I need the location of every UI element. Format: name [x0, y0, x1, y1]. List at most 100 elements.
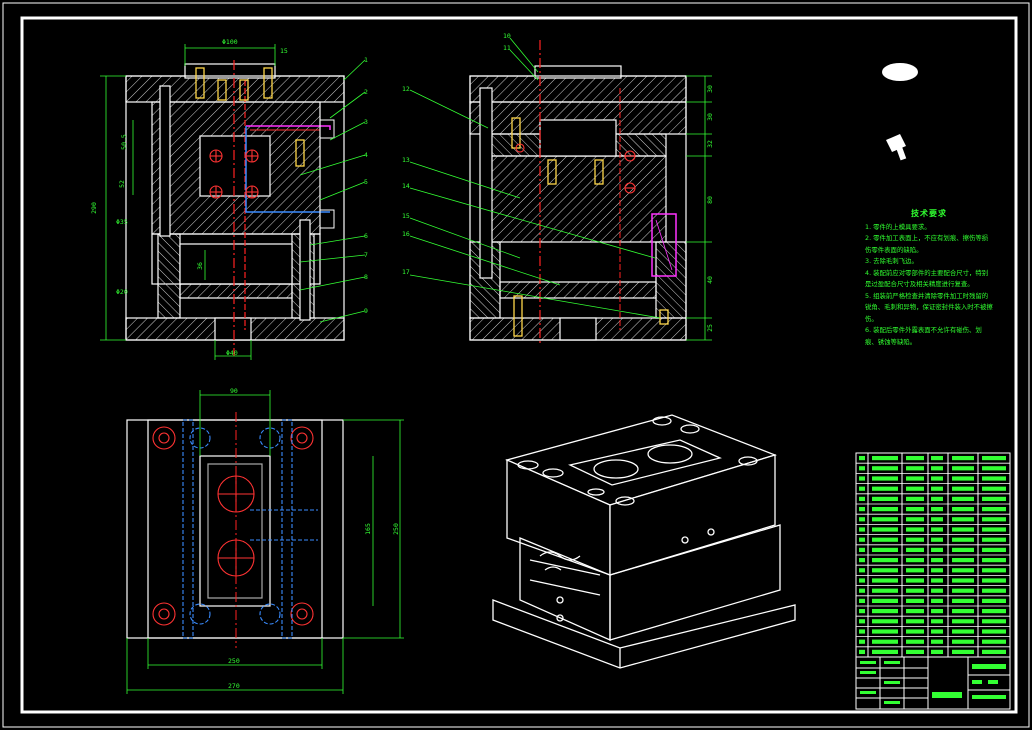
part-number-label: 14	[402, 182, 410, 190]
part-number-label: 5	[364, 178, 368, 186]
bom-cell	[906, 578, 924, 583]
bom-cell	[931, 558, 943, 563]
bom-cell	[872, 517, 898, 522]
dim-plan-right-a: 165	[363, 523, 372, 535]
bom-cell	[859, 558, 865, 563]
bom-cell	[952, 619, 974, 624]
bom-cell	[906, 629, 924, 634]
part-number-label: 15	[402, 212, 410, 220]
bom-cell	[952, 466, 974, 471]
part-number-label: 7	[364, 251, 368, 259]
bom-cell	[931, 547, 943, 552]
dim-side-f: 25	[705, 324, 714, 332]
part-number-label: 6	[364, 232, 368, 240]
bom-cell	[982, 619, 1006, 624]
dim-front-bottom: Φ40	[226, 349, 238, 357]
bom-cell	[859, 639, 865, 644]
dim-side-d: 80	[705, 196, 714, 204]
bom-cell	[872, 466, 898, 471]
bom-cell	[859, 496, 865, 501]
bom-cell	[859, 476, 865, 481]
plan-view	[126, 419, 344, 639]
bom-cell	[982, 476, 1006, 481]
bom-cell	[982, 507, 1006, 512]
bom-cell	[859, 537, 865, 542]
part-number-label: 8	[364, 273, 368, 281]
cooling-channel	[246, 125, 331, 130]
bom-cell	[872, 598, 898, 603]
bom-cell	[859, 598, 865, 603]
bom-cell	[931, 486, 943, 491]
bom-cell	[931, 496, 943, 501]
bom-cell	[859, 547, 865, 552]
bom-cell	[872, 629, 898, 634]
dim-side-a: 30	[705, 85, 714, 93]
bom-cell	[931, 456, 943, 461]
bom-cell	[931, 537, 943, 542]
bom-cell	[872, 476, 898, 481]
bom-cell	[906, 547, 924, 552]
bom-cell	[952, 507, 974, 512]
inner-border	[20, 16, 1018, 714]
roughness-symbol	[882, 63, 918, 81]
bom-cell	[931, 517, 943, 522]
dim-front-c: Φ35	[116, 218, 128, 226]
bom-cell	[872, 537, 898, 542]
bom-cell	[931, 578, 943, 583]
bom-cell	[931, 476, 943, 481]
bom-cell	[859, 578, 865, 583]
bom-cell	[872, 558, 898, 563]
dim-plan-bottom-b: 270	[228, 682, 240, 690]
bom-cell	[906, 496, 924, 501]
bom-cell	[859, 456, 865, 461]
part-number-label: 11	[503, 44, 511, 52]
bom-cell	[931, 507, 943, 512]
screw-heads	[195, 67, 305, 167]
dim-plan-bottom-a: 250	[228, 657, 240, 665]
bom-cell	[952, 578, 974, 583]
bom-cell	[872, 486, 898, 491]
bom-cell	[952, 527, 974, 532]
isometric-view	[492, 414, 796, 669]
bom-cell	[859, 527, 865, 532]
bom-cell	[952, 649, 974, 654]
bom-cell	[982, 456, 1006, 461]
bom-cell	[982, 649, 1006, 654]
part-number-label: 9	[364, 307, 368, 315]
bom-cell	[931, 629, 943, 634]
plan-holes	[152, 426, 314, 626]
bom-cell	[952, 496, 974, 501]
bom-cell	[982, 527, 1006, 532]
bom-rows	[856, 452, 1010, 654]
bom-cell	[859, 466, 865, 471]
bom-cell	[872, 578, 898, 583]
requirement-item: 4. 装配前应对零部件的主要配合尺寸，特别是过盈配合尺寸及相关精度进行复查。	[865, 268, 989, 289]
bom-cell	[872, 547, 898, 552]
bom-cell	[982, 486, 1006, 491]
bom-cell	[906, 537, 924, 542]
technical-requirements-title: 技术要求	[911, 209, 947, 218]
bom-cell	[931, 639, 943, 644]
bom-cell	[859, 649, 865, 654]
bom-cell	[906, 639, 924, 644]
bom-cell	[952, 629, 974, 634]
bom-cell	[931, 588, 943, 593]
part-number-label: 3	[364, 118, 368, 126]
part-number-label: 10	[503, 32, 511, 40]
bom-cell	[931, 649, 943, 654]
bom-cell	[931, 568, 943, 573]
bom-cell	[859, 517, 865, 522]
bom-cell	[952, 598, 974, 603]
bom-cell	[982, 547, 1006, 552]
dim-side-e: 40	[705, 276, 714, 284]
bom-cell	[982, 537, 1006, 542]
bom-cell	[952, 456, 974, 461]
bom-cell	[906, 609, 924, 614]
bom-cell	[931, 609, 943, 614]
bom-cell	[859, 568, 865, 573]
bom-cell	[906, 466, 924, 471]
bom-cell	[952, 639, 974, 644]
bom-cell	[952, 476, 974, 481]
side-section-view	[469, 65, 687, 341]
bom-cell	[982, 609, 1006, 614]
